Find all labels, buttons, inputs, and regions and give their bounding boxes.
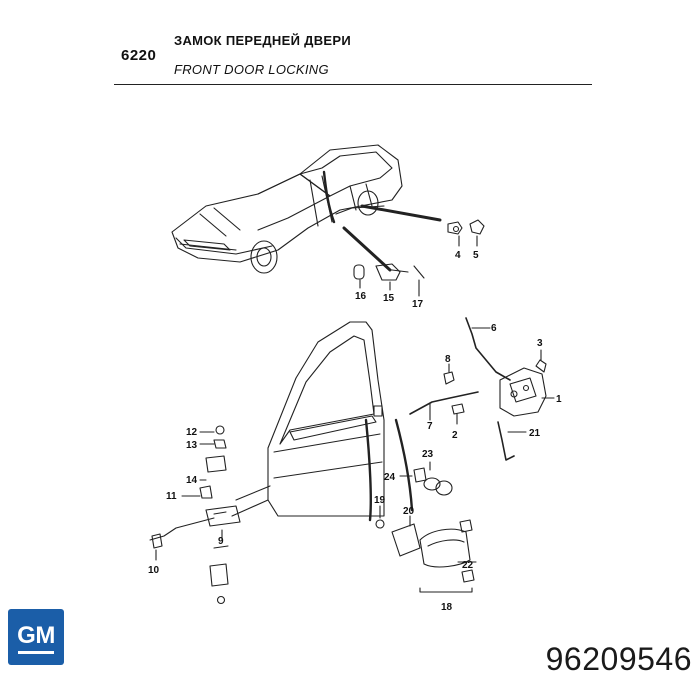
- callout-2: 2: [452, 430, 458, 441]
- callout-6: 6: [491, 323, 497, 334]
- callout-17: 17: [412, 299, 424, 310]
- callout-16: 16: [355, 291, 367, 302]
- callout-5: 5: [473, 250, 479, 261]
- callout-20: 20: [403, 506, 415, 517]
- callout-labels: 1 2 3 4 5 6 7 8 9 10 11 12 13 14 15 16 1…: [148, 250, 562, 613]
- outside-handle: [375, 505, 477, 593]
- callout-14: 14: [186, 475, 198, 486]
- rods-6-7: [409, 317, 511, 421]
- section-code: 6220: [121, 47, 157, 64]
- callout-19: 19: [374, 495, 386, 506]
- title-russian: ЗАМОК ПЕРЕДНЕЙ ДВЕРИ: [174, 33, 351, 48]
- callout-12: 12: [186, 427, 198, 438]
- parts-15-16-17: [353, 263, 425, 297]
- callout-7: 7: [427, 421, 433, 432]
- car-illustration: [171, 144, 442, 274]
- callout-11: 11: [166, 491, 177, 502]
- callout-3: 3: [537, 338, 543, 349]
- gm-logo: GM: [8, 609, 64, 665]
- gm-logo-underline: [18, 651, 54, 654]
- hinge-assembly: [149, 425, 271, 605]
- door-panel: [267, 321, 414, 522]
- callout-4: 4: [455, 250, 461, 261]
- callout-23: 23: [422, 449, 434, 460]
- header-divider: [114, 84, 592, 85]
- gm-logo-text: GM: [17, 622, 55, 649]
- callout-8: 8: [445, 354, 451, 365]
- callout-24: 24: [384, 472, 396, 483]
- parts-23-24: [399, 461, 453, 496]
- callout-22: 22: [462, 560, 474, 571]
- callout-15: 15: [383, 293, 395, 304]
- callout-1: 1: [556, 394, 562, 405]
- callout-13: 13: [186, 440, 198, 451]
- part-number: 96209546: [545, 641, 692, 677]
- callout-18: 18: [441, 602, 453, 613]
- callout-10: 10: [148, 565, 160, 576]
- parts-4-5: [447, 219, 485, 247]
- lock-assembly: [443, 349, 555, 461]
- callout-21: 21: [529, 428, 541, 439]
- callout-9: 9: [218, 536, 224, 547]
- title-english: FRONT DOOR LOCKING: [174, 62, 329, 77]
